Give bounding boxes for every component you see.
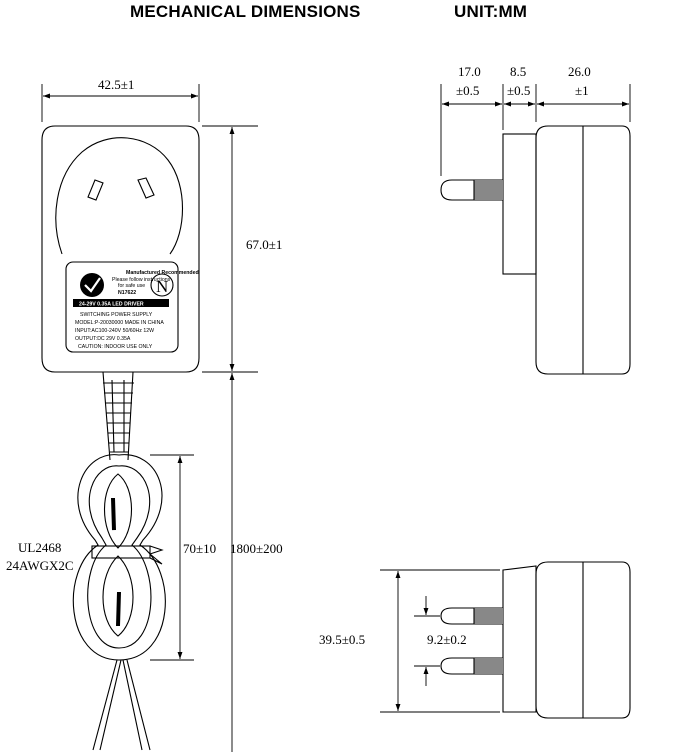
adapter-body-bottom — [535, 561, 631, 719]
coil-dim: 70±10 — [183, 541, 216, 556]
pin-side — [440, 179, 503, 201]
adapter-body-side — [535, 125, 631, 375]
plug-base-side — [502, 133, 537, 275]
cable-label-1: UL2468 — [18, 540, 61, 555]
adapter-body-front — [41, 125, 200, 373]
front-view — [41, 125, 200, 373]
label-line-2: MODEL:P-20030000 MADE IN CHINA — [75, 320, 164, 326]
side-dimension-lines — [440, 84, 631, 176]
plug-face — [55, 137, 183, 255]
label-line-4: OUTPUT:DC 29V 0.35A — [75, 336, 131, 342]
side-dim-b: 8.5 — [510, 64, 526, 79]
side-dim-a: 17.0 — [458, 64, 481, 79]
n-mark-text: N — [156, 277, 168, 296]
side-view — [440, 125, 631, 375]
cable-label-2: 24AWGX2C — [6, 558, 74, 573]
rating-label — [65, 261, 179, 353]
cert-sub2-text: for safe use — [118, 283, 145, 289]
cert-sub1-text: Please follow instructions — [112, 277, 171, 283]
side-dim-c: 26.0 — [568, 64, 591, 79]
cert-code-text: N17622 — [118, 290, 136, 296]
label-line-3: INPUT:AC100-240V 50/60Hz 12W — [75, 328, 154, 334]
bottom-height-dim: 39.5±0.5 — [319, 632, 365, 647]
plug-pin-slots — [87, 177, 155, 201]
cable-length-dim: 1800±200 — [230, 541, 283, 556]
page-title: MECHANICAL DIMENSIONS — [130, 2, 361, 21]
side-dim-a-tol: ±0.5 — [456, 83, 479, 98]
cert-top-text: Manufactured Recommended — [126, 270, 199, 276]
strain-relief — [102, 371, 134, 461]
side-dim-b-tol: ±0.5 — [507, 83, 530, 98]
driver-text: 24-29V 0.35A LED DRIVER — [79, 302, 144, 308]
driver-band — [73, 299, 169, 307]
plug-base-bottom — [502, 565, 537, 713]
side-dim-c-tol: ±1 — [575, 83, 589, 98]
n-mark-icon — [150, 273, 174, 297]
label-line-1: SWITCHING POWER SUPPLY — [80, 312, 153, 318]
coiled-cable — [72, 454, 166, 751]
front-width-dim: 42.5±1 — [98, 77, 134, 92]
front-dimension-lines — [41, 84, 258, 752]
rcm-mark-icon — [80, 273, 104, 297]
front-height-dim: 67.0±1 — [246, 237, 282, 252]
pin-spacing-dim: 9.2±0.2 — [427, 632, 467, 647]
unit-label: UNIT:MM — [454, 2, 528, 21]
pins-bottom — [440, 607, 503, 675]
bottom-view — [440, 561, 631, 719]
bottom-dimension-lines — [380, 569, 500, 713]
label-line-5: CAUTION: INDOOR USE ONLY — [78, 344, 153, 350]
